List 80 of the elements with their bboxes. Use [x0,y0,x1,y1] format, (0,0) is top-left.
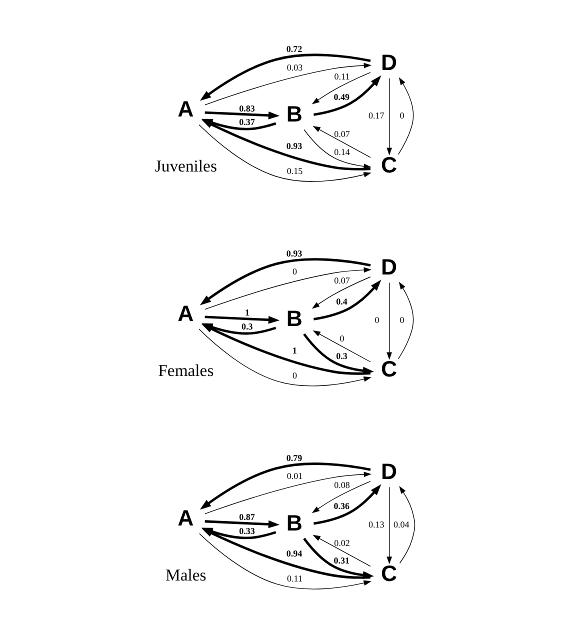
arrow [204,62,372,106]
arrow [304,129,372,169]
label: Juveniles [154,156,217,176]
arrow [199,533,372,590]
node-text: A [178,96,194,122]
node-text: B [286,306,302,331]
edge-label: 0.94 [286,548,302,558]
edge-label: 0 [292,370,298,380]
edge-label: 0.15 [286,166,303,176]
edge-label: 0.11 [287,573,302,584]
edge-label: 0.03 [286,62,303,72]
node-text: B [286,510,302,536]
edge-label: 0.07 [334,276,350,286]
arrow [398,77,414,155]
arrow [313,484,382,525]
edge-label: 0.33 [239,526,255,536]
arrow [386,486,392,564]
edge-label: 0.14 [334,147,350,158]
edge-label: 0.07 [334,129,350,140]
arrow [204,267,372,310]
edge-label: 0 [374,315,380,326]
edge-label: 0.02 [334,538,350,548]
edge-label: 0.79 [286,453,302,464]
edge-label: 0.3 [336,350,348,361]
arrow [312,330,371,362]
edge-label: 1 [292,345,297,356]
edge-label: 0.93 [286,248,302,259]
arrow [399,486,416,564]
arrow [313,280,382,320]
node-text: C [380,152,398,178]
edge-label: 0 [340,333,344,344]
edge-label: 0 [292,266,298,277]
edge-label: 0.83 [239,103,255,114]
arrow [386,282,392,360]
arrow [198,124,372,182]
label: Females [158,361,214,380]
edge-label: 1 [245,308,250,318]
arrow [204,472,372,514]
edge-label: 0.3 [242,322,253,332]
edge-label: 0.13 [368,519,384,530]
arrow [313,75,382,116]
edge-label: 0.01 [286,471,303,482]
node-text: D [380,254,398,280]
arrow [312,534,371,567]
edge-label: 0 [400,110,404,121]
node-text: B [286,102,302,127]
arrow [200,54,371,101]
node-text: A [178,505,194,530]
arrow [398,282,414,360]
edge-label: 0.87 [239,512,255,522]
node-text: A [178,301,194,326]
arrow [200,462,371,510]
edge-label: 0.4 [336,296,348,307]
edge-label: 0.72 [286,44,302,54]
node-text: C [380,561,398,586]
edge-label: 0.49 [334,92,350,102]
edge-label: 0.31 [334,555,350,566]
arrow [312,72,371,104]
edge-label: 0.08 [334,480,350,490]
node-text: D [380,50,398,76]
edge-label: 0 [400,315,404,326]
arrow [303,333,374,375]
arrow [200,258,371,306]
edge-label: 0.04 [393,519,410,530]
arrow [312,276,371,309]
arrow [204,316,280,324]
edge-label: 0.11 [334,71,350,82]
arrow [198,328,372,386]
edge-label: 0.36 [334,501,350,512]
arrow [386,78,392,156]
arrow [204,520,280,528]
edge-label: 0.37 [239,117,255,128]
arrow [204,111,280,120]
arrow [312,126,371,158]
arrow [312,480,371,514]
edge-label: 0.17 [368,110,384,121]
label: Males [166,566,206,584]
node-text: D [380,458,398,484]
edge-label: 0.93 [286,140,302,151]
node-text: C [380,356,398,382]
